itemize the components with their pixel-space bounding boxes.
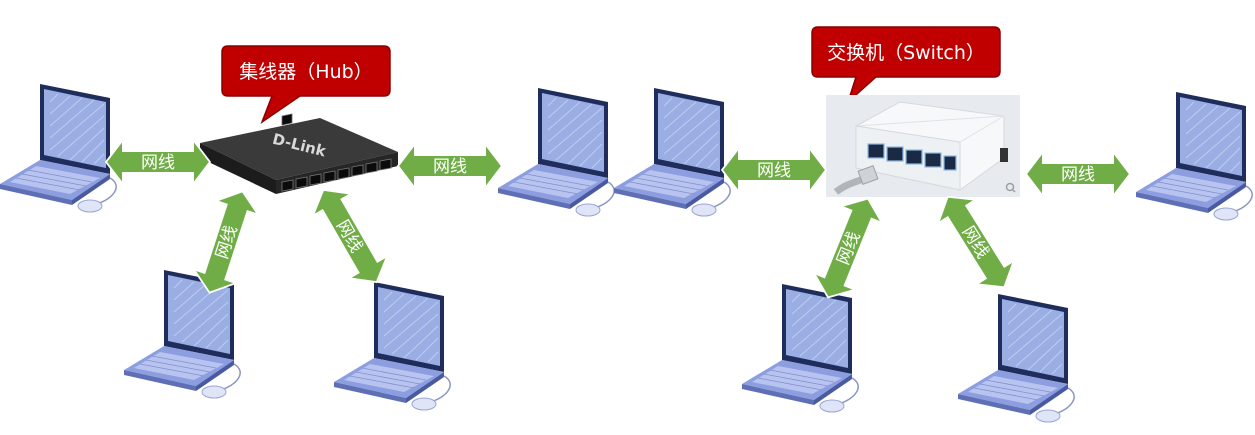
hub-link-bottom-left-label: 网线 — [212, 223, 242, 262]
hub-link-left: 网线 — [105, 139, 211, 185]
switch-laptop-bottom-right — [957, 293, 1075, 423]
hub-laptop-bottom-right — [333, 281, 451, 411]
hub-link-left-label: 网线 — [141, 153, 175, 173]
switch-callout: 交换机（Switch） — [811, 26, 1001, 105]
hub-laptop-left — [0, 83, 117, 213]
hub-link-bottom-right: 网线 — [303, 177, 397, 295]
switch-section: 交换机（Switch） — [613, 26, 1253, 423]
hub-link-right: 网线 — [397, 143, 503, 189]
switch-link-left-label: 网线 — [757, 161, 791, 181]
switch-device — [826, 95, 1020, 197]
hub-laptop-bottom-left — [123, 269, 241, 399]
switch-cable-plug — [833, 165, 879, 195]
switch-laptop-left — [613, 87, 731, 217]
hub-callout-text: 集线器（Hub） — [239, 61, 372, 83]
switch-link-bottom-right: 网线 — [928, 184, 1024, 300]
hub-callout: 集线器（Hub） — [221, 45, 391, 124]
switch-link-left: 网线 — [721, 147, 827, 193]
switch-link-right: 网线 — [1025, 151, 1131, 197]
switch-laptop-bottom-left — [741, 283, 859, 413]
hub-link-right-label: 网线 — [433, 157, 467, 177]
switch-link-right-label: 网线 — [1061, 165, 1095, 185]
switch-laptop-right — [1135, 91, 1253, 221]
switch-callout-text: 交换机（Switch） — [827, 42, 985, 64]
hub-device: D-Link — [200, 113, 398, 194]
zoom-icon — [1005, 182, 1016, 193]
hub-section: 集线器（Hub） D-Link — [0, 45, 615, 411]
hub-laptop-right — [497, 87, 615, 217]
hub-ports — [281, 113, 293, 126]
switch-link-bottom-left: 网线 — [806, 189, 890, 307]
